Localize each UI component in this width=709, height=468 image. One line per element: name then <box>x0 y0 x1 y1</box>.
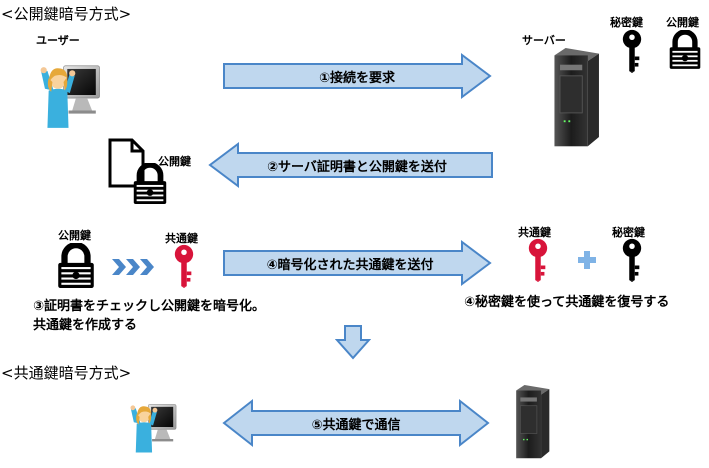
public-key-label: 公開鍵 <box>666 16 699 29</box>
server-common-key-icon <box>528 238 548 282</box>
step2-text: ②サーバ証明書と公開鍵を送付 <box>267 159 447 175</box>
server-label: サーバー <box>522 34 566 47</box>
down-arrow <box>335 325 371 360</box>
arrow-step2: ②サーバ証明書と公開鍵を送付 <box>208 142 494 188</box>
server-common-key-label: 共通鍵 <box>518 226 551 239</box>
server-icon <box>553 48 600 147</box>
user-computer-icon <box>40 65 100 129</box>
section-title-common-key: <共通鍵暗号方式> <box>1 364 132 382</box>
step4-text: ④暗号化された共通鍵を送付 <box>266 257 434 273</box>
step3-padlock-icon <box>54 243 98 289</box>
step3-common-key-icon <box>174 244 194 288</box>
plus-icon <box>578 251 596 269</box>
arrow-step5: ⑤共通鍵で通信 <box>222 398 490 448</box>
section-title-public-key: <公開鍵暗号方式> <box>1 5 132 23</box>
step3-line1: ③証明書をチェックし公開鍵を暗号化。 <box>33 299 266 314</box>
step3-line2: 共通鍵を作成する <box>33 318 138 333</box>
server-private-key-icon <box>622 238 642 282</box>
user-computer-icon-2 <box>130 404 177 453</box>
arrow-step1: ①接続を要求 <box>222 53 492 99</box>
chevrons-icon <box>112 259 154 275</box>
private-key-label: 秘密鍵 <box>610 16 643 29</box>
server-private-key-label: 秘密鍵 <box>612 226 645 239</box>
arrow-step4: ④暗号化された共通鍵を送付 <box>222 240 492 286</box>
step3-description: ③証明書をチェックし公開鍵を暗号化。 共通鍵を作成する <box>33 297 265 335</box>
step3-common-key-label: 共通鍵 <box>165 232 198 245</box>
step4-server-description: ④秘密鍵を使って共通鍵を復号する <box>464 295 670 310</box>
private-key-icon <box>622 29 642 73</box>
user-label: ユーザー <box>36 34 80 47</box>
public-key-padlock-icon <box>667 30 703 70</box>
step5-text: ⑤共通鍵で通信 <box>311 417 401 433</box>
server-icon-2 <box>515 385 550 459</box>
step1-text: ①接続を要求 <box>318 70 395 86</box>
certificate-padlock-icon <box>130 163 170 205</box>
certificate-public-key-label: 公開鍵 <box>158 155 191 168</box>
step3-public-key-label: 公開鍵 <box>58 229 91 242</box>
